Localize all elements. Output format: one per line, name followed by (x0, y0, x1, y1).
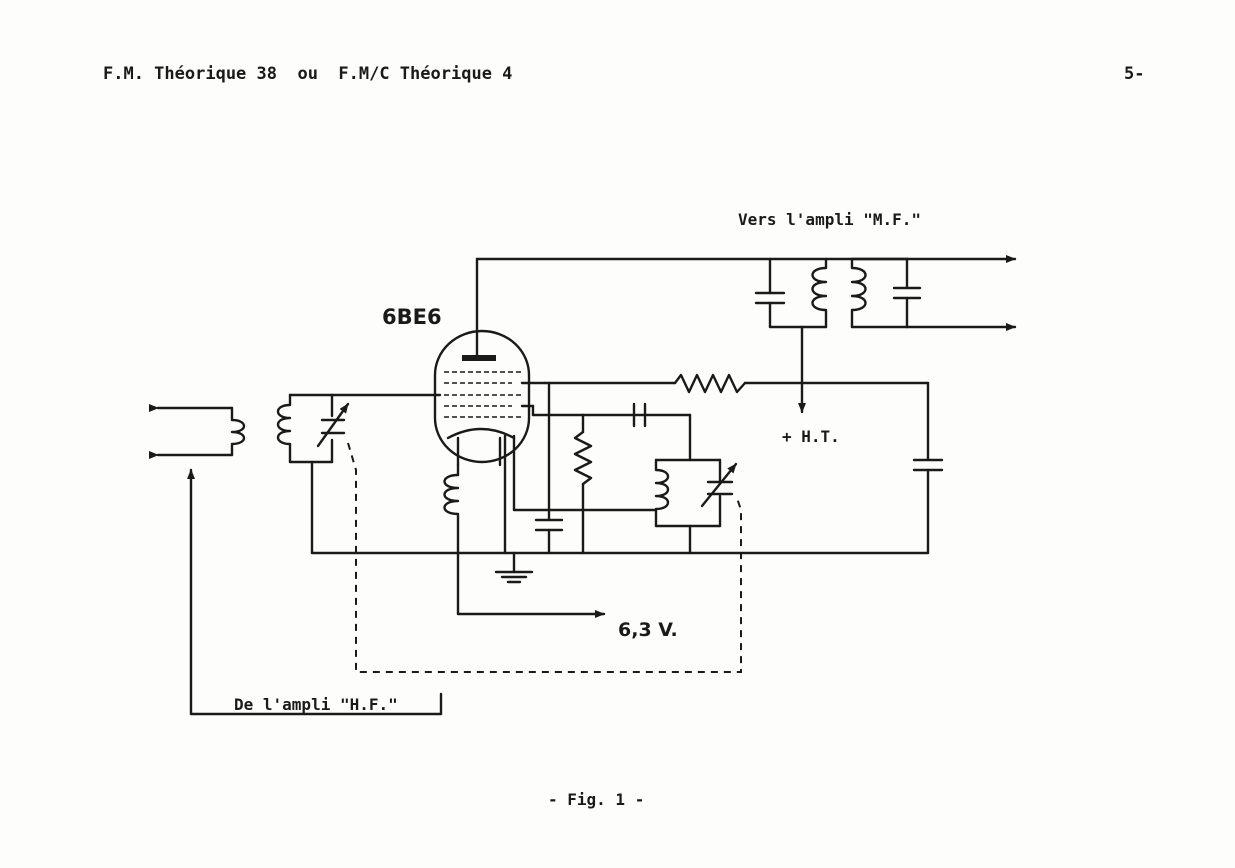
figure-caption: - Fig. 1 - (548, 790, 645, 809)
input-from-rf-amp-label: De l'ampli "H.F." (234, 695, 398, 714)
output-to-if-amp-label: Vers l'ampli "M.F." (738, 210, 921, 229)
heater-choke (443, 463, 606, 618)
input-coupling-coil (149, 404, 246, 459)
screen-resistor (543, 373, 944, 555)
oscillator-tuned-circuit (512, 458, 738, 555)
ground-bus (310, 551, 930, 584)
gang-tuning-link (347, 442, 742, 673)
page-number: 5- (1124, 64, 1145, 84)
screen-bypass-capacitor (534, 381, 564, 555)
high-tension-label: + H.T. (782, 427, 840, 446)
if-transformer (475, 255, 1017, 414)
page-header-title: F.M. Théorique 38 ou F.M/C Théorique 4 (103, 64, 513, 84)
oscillator-grid-network (573, 402, 692, 555)
input-from-rf-arrow (187, 468, 443, 716)
input-tuned-circuit (276, 393, 442, 555)
tube-6be6 (433, 257, 692, 555)
heater-voltage-label: 6,3 V. (618, 619, 678, 641)
tube-type-label: 6BE6 (382, 305, 442, 329)
